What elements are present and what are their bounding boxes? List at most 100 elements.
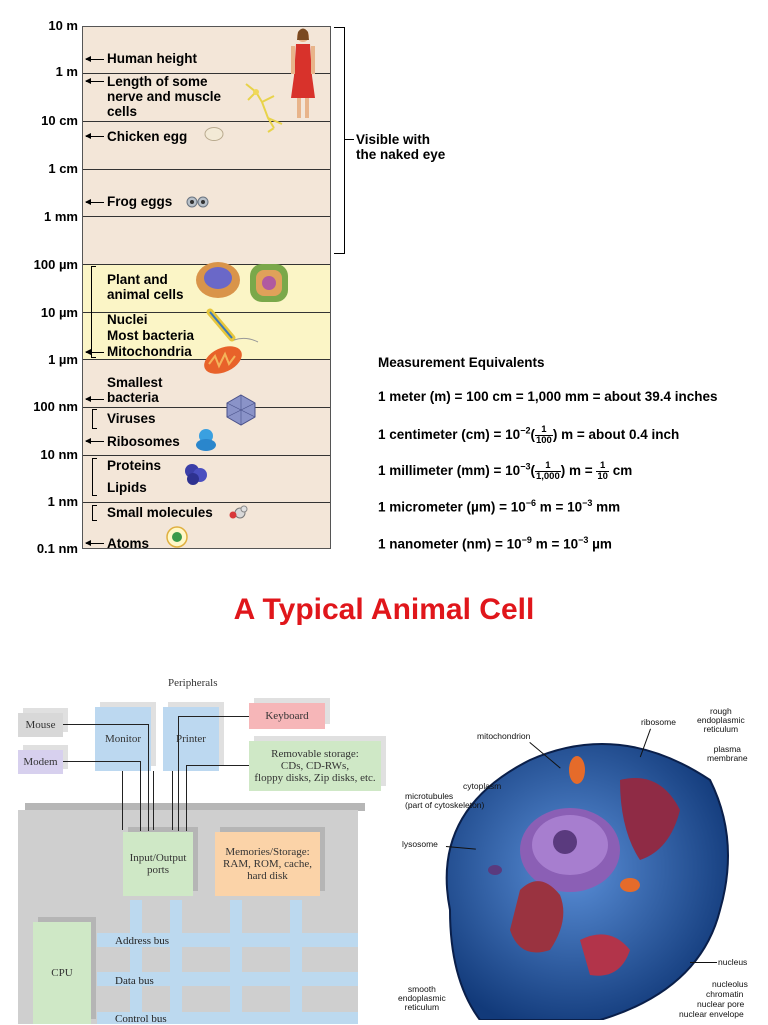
protein-icon [185,464,207,485]
system-unit-top [25,803,365,811]
bacteria-icon [206,308,259,343]
bus-connector [130,900,142,1024]
pointer-arrow [85,55,104,62]
label-nucleolus: nucleolus [712,979,748,989]
pointer-arrow [85,198,104,205]
address-bus-label: Address bus [115,935,170,947]
label-lysosome: lysosome [402,839,438,849]
label-mitochondrion: mitochondrion [477,731,531,741]
peripherals-heading: Peripherals [168,677,218,689]
item-most-bacteria: Most bacteria [107,328,195,343]
animal-cell-illustration [445,743,729,1020]
gridline [83,502,330,503]
mm-exponent: −3 [520,461,531,472]
pointer-arrow [85,348,104,355]
label-nuclear-envelope: nuclear envelope [679,1009,744,1019]
item-frog-eggs: Frog eggs [107,194,173,209]
label-ribosome: ribosome [641,717,676,727]
gridline [83,73,330,74]
plant-animal-cell-icon [196,262,288,302]
bus-connector [170,900,182,1024]
tick-label: 1 µm [48,352,78,367]
nerve-cell-icon [245,83,283,133]
mm-fraction-denominator: 1,000 [535,471,560,482]
atom-icon [166,526,188,548]
range-bracket [91,266,96,358]
nm-prefix: 1 nanometer (nm) = 10 [378,536,522,552]
tick-label: 1 mm [44,209,78,224]
mm-fraction-2-denominator: 10 [597,471,608,482]
label-smooth-er: smooth endoplasmic reticulum [398,984,446,1012]
tick-label: 10 nm [40,447,78,462]
cpu-block: CPU [33,922,91,1024]
cm-fraction-denominator: 100 [535,435,552,446]
range-bracket [92,409,97,429]
tick-label: 10 cm [41,113,78,128]
label-chromatin: chromatin [706,989,744,999]
bracket-pointer [344,139,354,140]
cm-exponent: −2 [520,425,531,436]
mm-prefix: 1 millimeter (mm) = 10 [378,463,521,479]
ribosome-icon [196,429,216,451]
nm-exponent: −9 [521,535,532,545]
io-ports-block: Input/Output ports [123,832,193,896]
pointer-arrow [85,539,104,546]
data-bus-label: Data bus [115,975,154,987]
label-plasma-membrane: plasma membrane [707,744,748,763]
bus-connector [230,900,242,1024]
frog-eggs-icon [186,196,209,208]
cm-suffix: m = about 0.4 inch [557,427,680,443]
tick-label: 10 µm [40,305,78,320]
leader-line [690,962,717,963]
item-viruses: Viruses [107,411,156,426]
tick-label: 0.1 nm [36,541,78,556]
naked-eye-bracket [334,27,345,254]
item-chicken-egg: Chicken egg [107,129,188,144]
label-microtubules: microtubules (part of cytoskeleton) [405,791,485,810]
keyboard-block: Keyboard [249,703,325,729]
wire-removable [186,765,249,831]
wire-keyboard [178,716,249,831]
pointer-arrow [85,77,104,84]
label-rough-er: rough endoplasmic reticulum [697,706,745,734]
item-mitochondria: Mitochondria [107,344,192,359]
um-exponent-2: −3 [582,498,593,508]
nm-middle: m = 10 [531,536,579,552]
tick-label: 10 m [48,18,78,33]
um-suffix: mm [592,499,621,515]
naked-eye-label: Visible with the naked eye [356,132,446,162]
monitor-block: Monitor [95,707,151,771]
meter-equivalent: 1 meter (m) = 100 cm = 1,000 mm = about … [378,389,718,404]
mm-fraction-numerator: 1 [534,461,561,472]
pointer-arrow [85,395,104,402]
item-atoms: Atoms [107,536,150,551]
item-human-height: Human height [107,51,197,66]
control-bus-label: Control bus [115,1013,167,1025]
pointer-arrow [85,437,104,444]
molecule-icon [229,505,248,519]
um-prefix: 1 micrometer (µm) = 10 [378,499,526,515]
item-smallest-bacteria: Smallest bacteria [107,375,163,405]
gridline [83,455,330,456]
label-nucleus: nucleus [718,957,748,967]
wire-mouse [63,724,149,831]
nm-exponent-2: −3 [578,535,589,545]
tick-label: 1 nm [47,494,78,509]
section-title: A Typical Animal Cell [233,593,535,626]
egg-icon [204,127,224,141]
item-nuclei: Nuclei [107,312,148,327]
human-figure-icon [291,28,315,118]
tick-label: 100 µm [33,257,78,272]
gridline [83,216,330,217]
gridline [83,169,330,170]
range-bracket [92,458,97,496]
gridline [83,121,330,122]
tick-label: 1 m [55,64,78,79]
tick-label: 1 cm [48,161,78,176]
um-middle: m = 10 [535,499,583,515]
mm-suffix: cm [608,463,633,479]
